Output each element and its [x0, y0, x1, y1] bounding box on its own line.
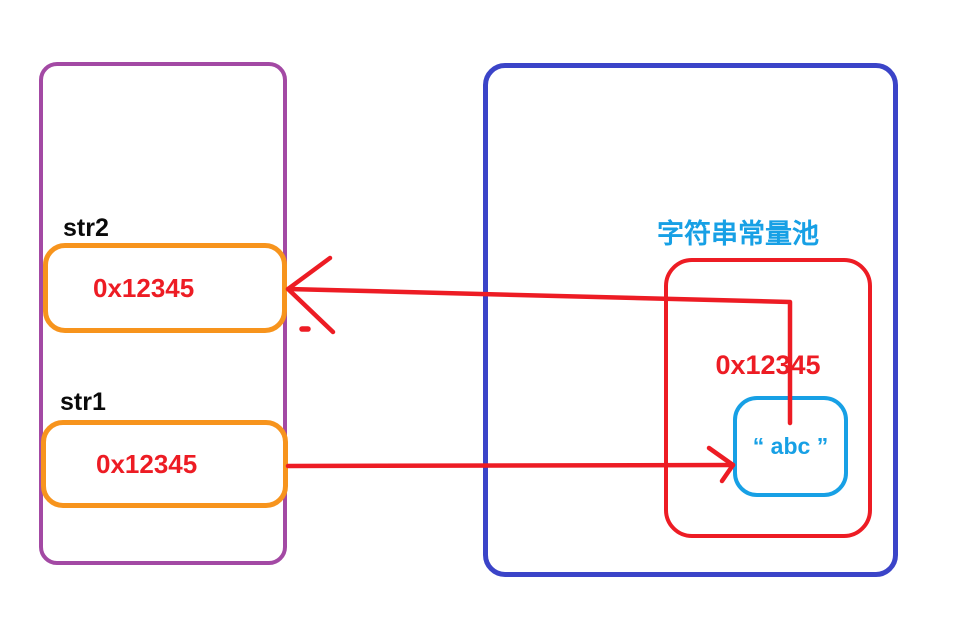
str1-reference-box: 0x12345 — [41, 420, 288, 508]
string-object-box: “ abc ” — [733, 396, 848, 497]
string-literal-value: “ abc ” — [752, 433, 829, 459]
str1-label: str1 — [60, 388, 106, 416]
string-constant-pool-label: 字符串常量池 — [657, 219, 819, 249]
str2-reference-box: 0x12345 — [43, 243, 287, 333]
str1-address-value: 0x12345 — [96, 449, 198, 479]
pool-address-value: 0x12345 — [715, 350, 821, 380]
str2-arrowhead-icon — [285, 255, 336, 335]
str2-address-value: 0x12345 — [93, 273, 195, 303]
str2-label: str2 — [63, 214, 109, 242]
